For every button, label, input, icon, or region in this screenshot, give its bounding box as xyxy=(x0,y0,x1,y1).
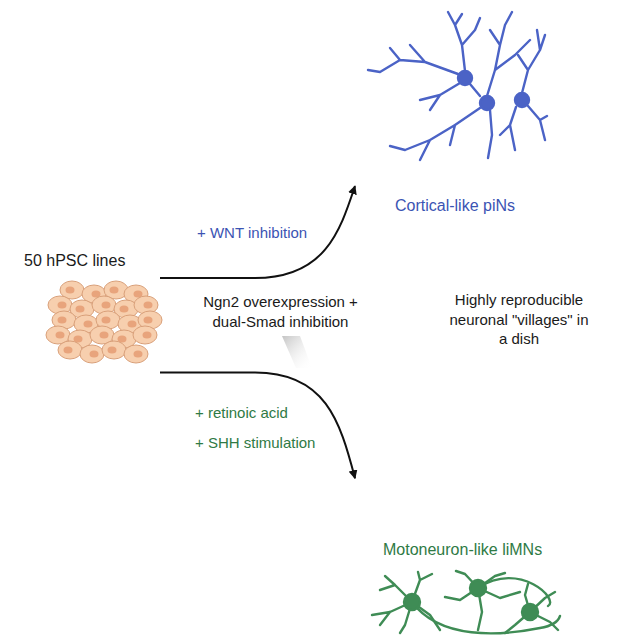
cell xyxy=(124,345,148,363)
cell xyxy=(80,345,104,363)
soma xyxy=(522,604,538,620)
soma xyxy=(515,93,529,107)
cell-nucleus xyxy=(120,306,129,313)
dendrite xyxy=(500,106,547,150)
dendrite xyxy=(518,30,545,93)
cell-nucleus xyxy=(108,347,117,354)
cell xyxy=(102,341,126,359)
cell-cluster xyxy=(46,281,162,363)
split-shade xyxy=(282,336,312,368)
dendrite xyxy=(445,571,520,630)
soma xyxy=(458,71,472,85)
method-note: Ngn2 overexpression + dual-Smad inhibiti… xyxy=(196,292,365,331)
cell-nucleus xyxy=(102,317,111,324)
cell-nucleus xyxy=(144,302,153,309)
flow-arrow xyxy=(160,186,355,278)
flow-arrow xyxy=(160,372,355,478)
cell-lines-node: 50 hPSC lines xyxy=(20,245,160,375)
dendrite xyxy=(448,12,480,71)
motoneuron-node: Motoneuron-like liMNs xyxy=(355,470,570,636)
node-label: Motoneuron-like liMNs xyxy=(383,540,542,559)
cell-nucleus xyxy=(110,287,119,294)
cell-nucleus xyxy=(134,351,143,358)
soma xyxy=(404,594,420,610)
soma xyxy=(470,580,486,596)
summary-note: Highly reproducible neuronal "villages" … xyxy=(442,290,596,349)
axon xyxy=(478,578,550,606)
dendrite xyxy=(420,83,480,110)
axon xyxy=(412,602,560,633)
cell-nucleus xyxy=(64,347,73,354)
soma xyxy=(480,96,494,110)
edge-label: + retinoic acid xyxy=(193,403,290,423)
cell-nucleus xyxy=(66,287,75,294)
cell-nucleus xyxy=(144,317,153,324)
motor-neurons xyxy=(372,571,560,633)
cell-nucleus xyxy=(100,332,109,339)
node-label: Cortical-like piNs xyxy=(395,196,515,215)
condition-label: + SHH stimulation xyxy=(193,433,317,453)
cell xyxy=(58,341,82,359)
dendrite xyxy=(390,108,492,160)
cortical-neuron-node: Cortical-like piNs xyxy=(355,8,555,220)
cell-nucleus xyxy=(84,321,93,328)
cell-nucleus xyxy=(56,332,65,339)
cell-nucleus xyxy=(58,317,67,324)
node-label: 50 hPSC lines xyxy=(24,251,125,270)
cell-nucleus xyxy=(102,302,111,309)
cell-nucleus xyxy=(143,332,152,339)
dendrite xyxy=(368,45,458,74)
cell xyxy=(133,326,157,344)
dendrite xyxy=(372,572,440,633)
edge-label: + WNT inhibition xyxy=(195,223,309,243)
cortical-neurons xyxy=(368,12,547,160)
cell-nucleus xyxy=(128,321,137,328)
cell-nucleus xyxy=(76,306,85,313)
cell-nucleus xyxy=(58,302,67,309)
cell-nucleus xyxy=(90,351,99,358)
